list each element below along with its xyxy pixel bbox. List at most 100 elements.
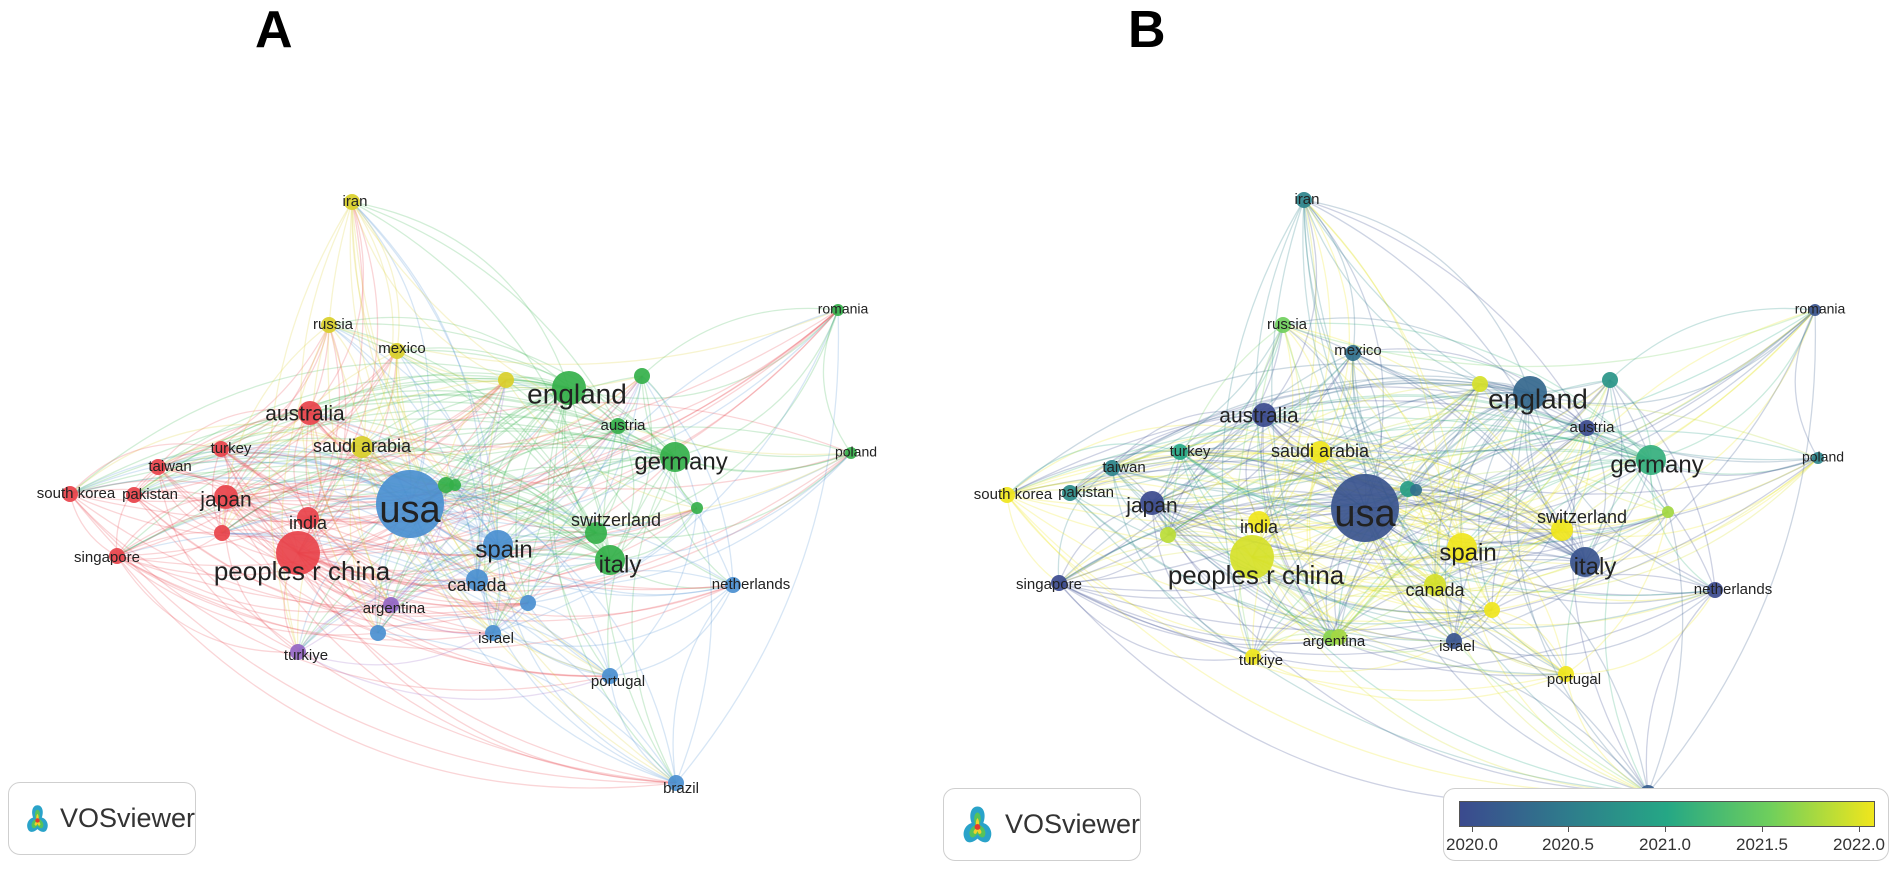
node-russia[interactable] <box>321 317 337 333</box>
edge <box>116 442 676 557</box>
edge <box>497 456 676 546</box>
node-netherlands[interactable] <box>725 577 741 593</box>
edge <box>1151 379 1611 510</box>
node-argentina[interactable] <box>383 597 399 613</box>
node-japan[interactable] <box>1140 491 1164 515</box>
node-singapore[interactable] <box>1051 575 1067 591</box>
node-peoples-r-china[interactable] <box>276 531 320 575</box>
node-label-italy: italy <box>1574 553 1617 580</box>
edge <box>1407 488 1586 563</box>
node-israel[interactable] <box>1446 633 1462 649</box>
node-switzerland[interactable] <box>585 522 607 544</box>
node-label-netherlands: netherlands <box>712 576 790 593</box>
edge <box>361 384 570 448</box>
edge <box>297 552 478 593</box>
node-spain[interactable] <box>1447 533 1477 563</box>
node-unlabeled-1[interactable] <box>1472 376 1488 392</box>
edge <box>157 466 299 653</box>
node-australia[interactable] <box>298 401 322 425</box>
node-germany[interactable] <box>1636 445 1666 475</box>
node-unlabeled-8[interactable] <box>1410 484 1422 496</box>
node-india[interactable] <box>1248 511 1270 533</box>
node-unlabeled-4[interactable] <box>214 525 230 541</box>
node-pakistan[interactable] <box>126 487 142 503</box>
node-poland[interactable] <box>1812 452 1824 464</box>
node-unlabeled-6[interactable] <box>370 625 386 641</box>
node-canada[interactable] <box>466 569 488 591</box>
edge <box>1282 324 1463 549</box>
node-iran[interactable] <box>1296 192 1312 208</box>
edge <box>351 201 507 381</box>
node-austria[interactable] <box>1579 420 1595 436</box>
node-spain[interactable] <box>483 530 513 560</box>
node-unlabeled-5[interactable] <box>1484 602 1500 618</box>
node-romania[interactable] <box>1809 304 1821 316</box>
node-england[interactable] <box>552 371 586 405</box>
node-south-korea[interactable] <box>62 486 78 502</box>
node-singapore[interactable] <box>109 548 125 564</box>
edge <box>225 446 363 499</box>
edge <box>116 531 299 557</box>
node-usa[interactable] <box>376 470 444 538</box>
node-saudi-arabia[interactable] <box>1309 441 1331 463</box>
edge <box>69 493 529 615</box>
edge <box>297 651 611 700</box>
node-russia[interactable] <box>1275 317 1291 333</box>
node-poland[interactable] <box>845 447 857 459</box>
node-switzerland[interactable] <box>1551 519 1573 541</box>
node-turkey[interactable] <box>213 441 229 457</box>
node-england[interactable] <box>1513 376 1547 410</box>
node-turkey[interactable] <box>1172 444 1188 460</box>
edge <box>133 409 676 496</box>
node-taiwan[interactable] <box>1104 460 1120 476</box>
node-taiwan[interactable] <box>150 459 166 475</box>
node-saudi-arabia[interactable] <box>351 436 373 458</box>
node-india[interactable] <box>297 507 319 529</box>
edge <box>1609 379 1684 794</box>
edge <box>1453 309 1816 642</box>
node-romania[interactable] <box>832 304 844 316</box>
edge <box>396 347 619 427</box>
edge <box>1006 452 1563 531</box>
node-peoples-r-china[interactable] <box>1230 535 1274 579</box>
node-germany[interactable] <box>660 442 690 472</box>
node-south-korea[interactable] <box>999 487 1015 503</box>
node-mexico[interactable] <box>1345 345 1361 361</box>
node-unlabeled-4[interactable] <box>1160 527 1176 543</box>
node-iran[interactable] <box>344 194 360 210</box>
node-unlabeled-7[interactable] <box>691 502 703 514</box>
node-australia[interactable] <box>1252 403 1276 427</box>
edge <box>1006 489 1253 558</box>
node-portugal[interactable] <box>1558 666 1574 682</box>
node-turkiye[interactable] <box>290 644 306 660</box>
node-unlabeled-7[interactable] <box>1662 506 1674 518</box>
node-unlabeled-2[interactable] <box>1602 372 1618 388</box>
node-unlabeled-8[interactable] <box>449 479 461 491</box>
node-portugal[interactable] <box>602 668 618 684</box>
node-usa[interactable] <box>1331 474 1399 542</box>
node-austria[interactable] <box>610 418 626 434</box>
node-unlabeled-3[interactable] <box>438 477 454 493</box>
node-italy[interactable] <box>1570 547 1600 577</box>
node-turkiye[interactable] <box>1245 649 1261 665</box>
node-unlabeled-1[interactable] <box>498 372 514 388</box>
edge <box>1604 459 1652 794</box>
edge <box>116 555 379 636</box>
node-canada[interactable] <box>1424 574 1446 596</box>
node-mexico[interactable] <box>389 343 405 359</box>
edge <box>1245 414 1265 523</box>
node-pakistan[interactable] <box>1062 485 1078 501</box>
edge <box>1069 492 1493 625</box>
node-japan[interactable] <box>214 485 238 509</box>
node-unlabeled-5[interactable] <box>520 595 536 611</box>
node-unlabeled-6[interactable] <box>1331 629 1347 645</box>
node-israel[interactable] <box>485 625 501 641</box>
edge <box>133 458 597 534</box>
node-brazil[interactable] <box>668 775 684 791</box>
node-unlabeled-2[interactable] <box>634 368 650 384</box>
node-netherlands[interactable] <box>1707 582 1723 598</box>
edge <box>497 544 677 784</box>
node-italy[interactable] <box>595 545 625 575</box>
